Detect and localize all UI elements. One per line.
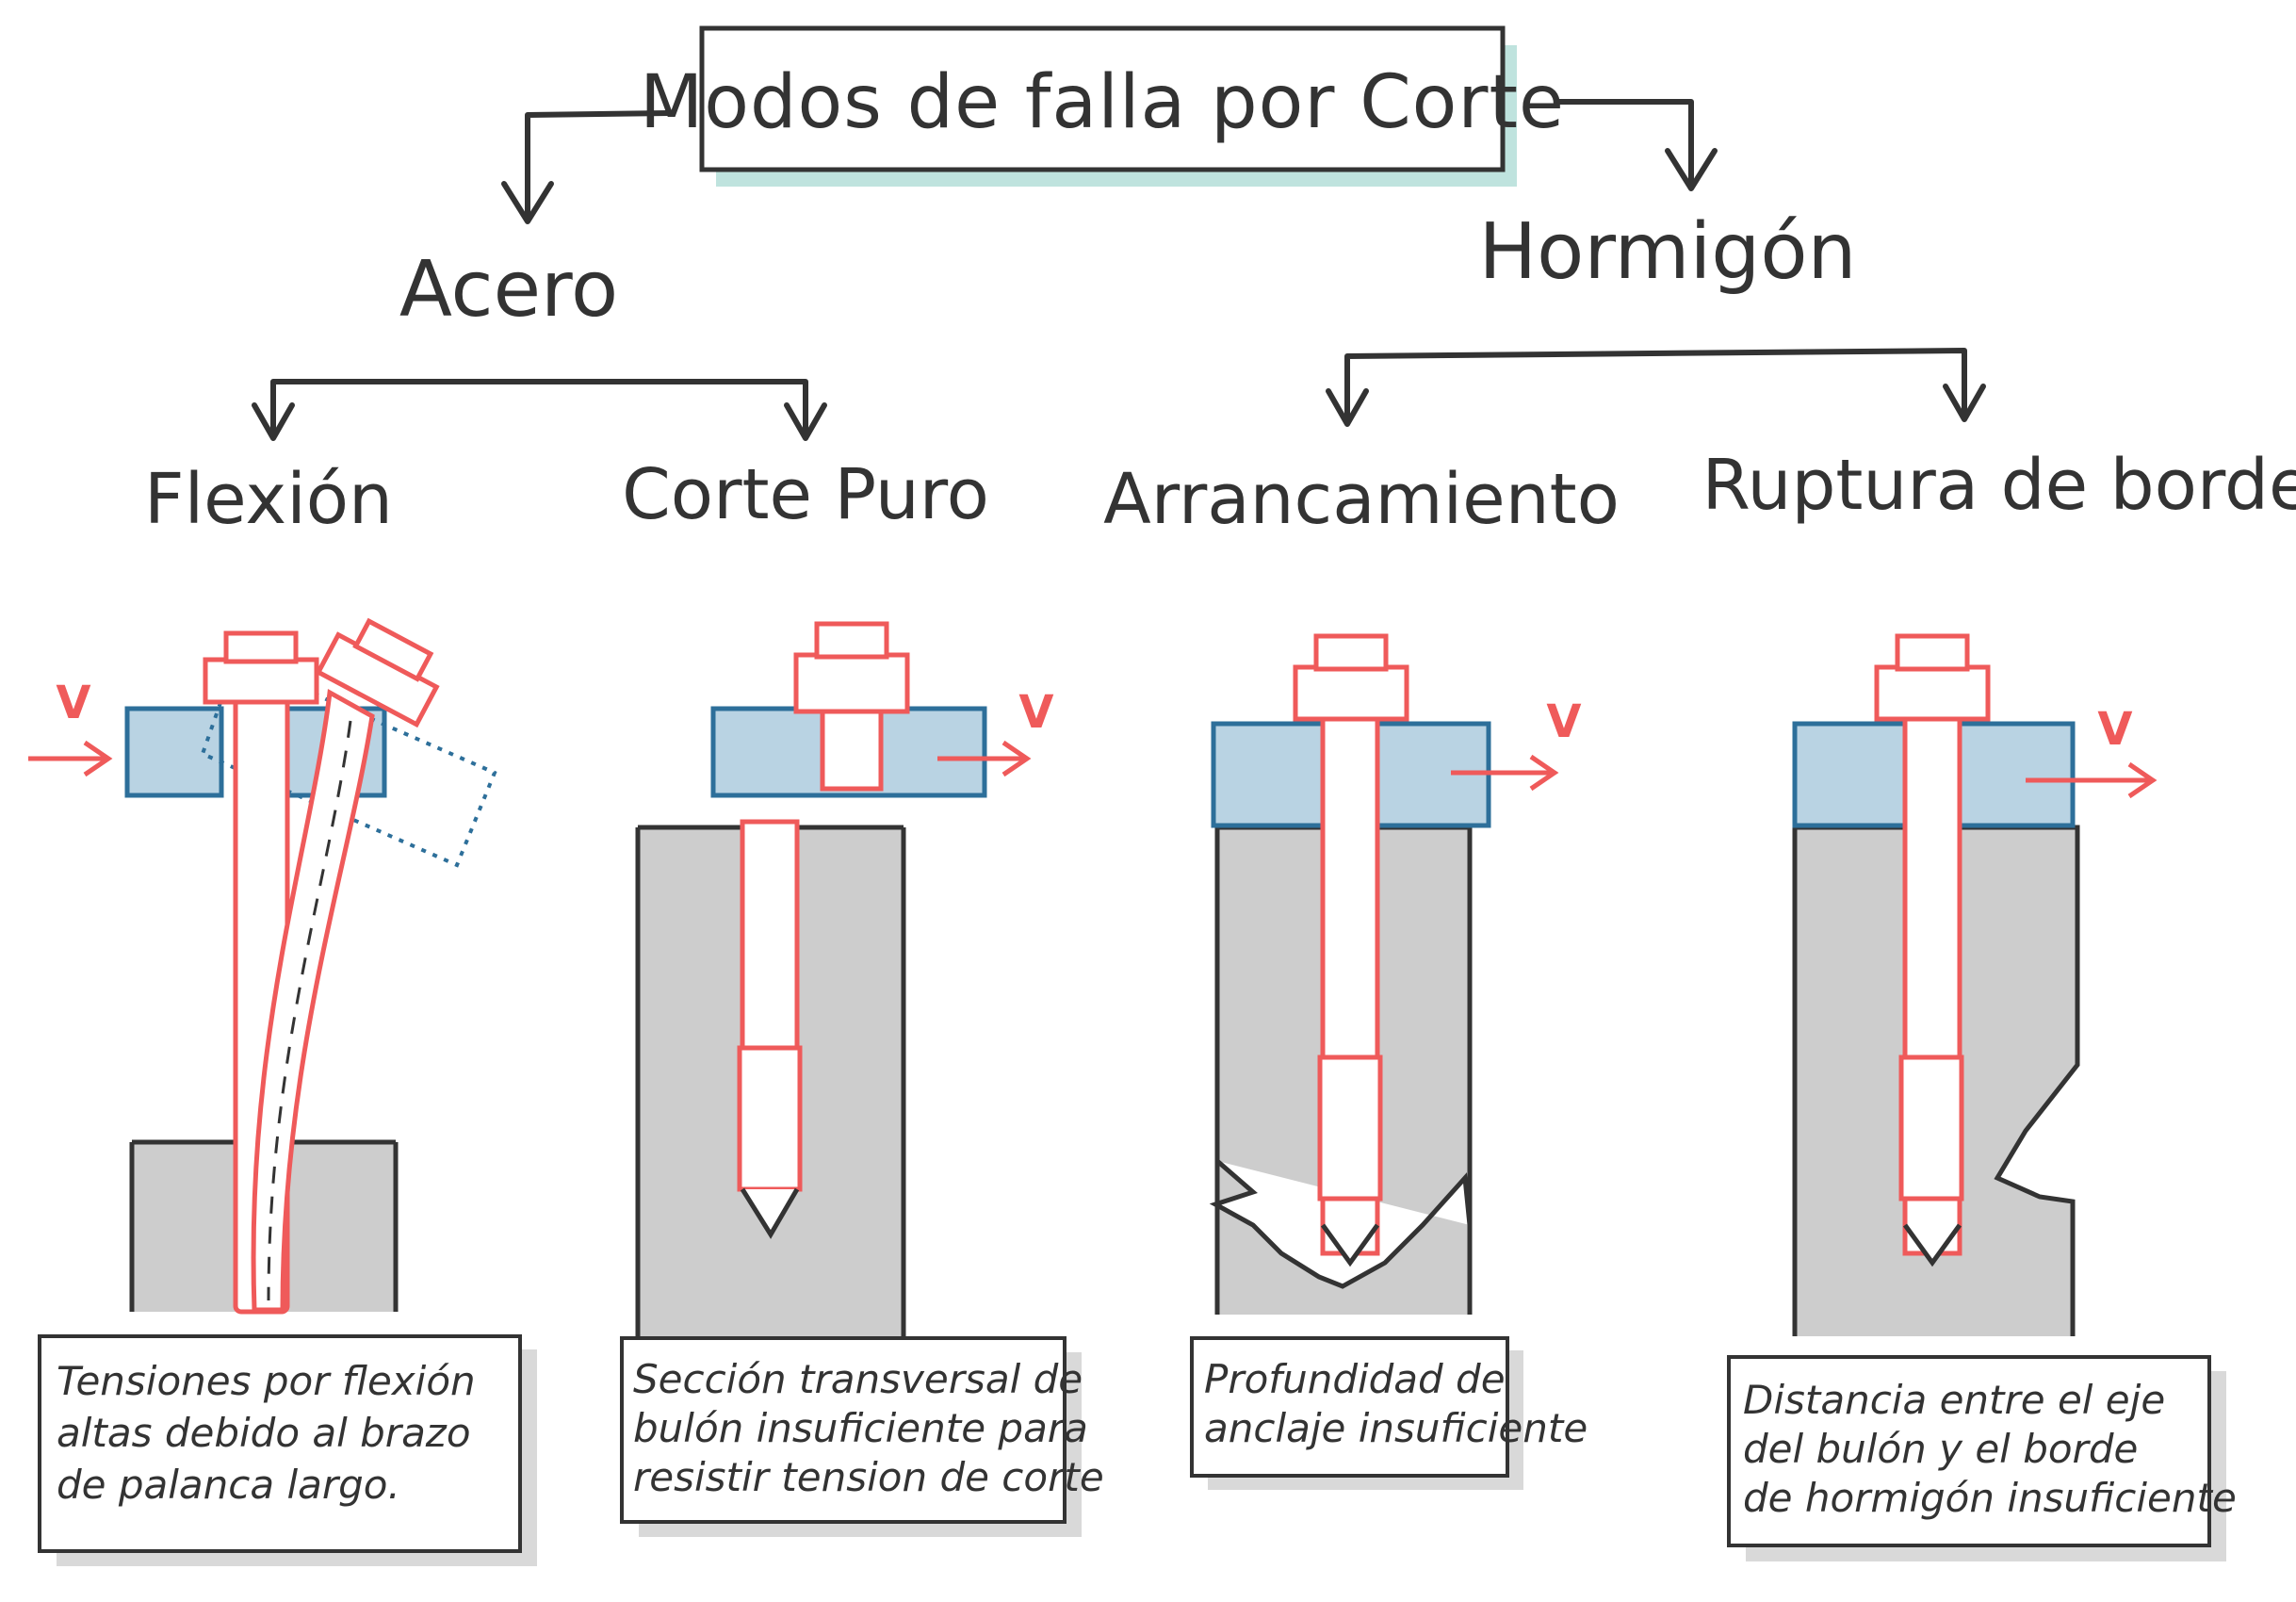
note-corte-line-2: bulón insuficiente para: [633, 1405, 1088, 1451]
arrancamiento-force-label: V: [1546, 695, 1581, 748]
flexion-force-arrow: [83, 740, 113, 777]
category-steel: Acero: [399, 245, 618, 335]
mode-label-arrancamiento: Arrancamiento: [1103, 459, 1620, 540]
category-concrete: Hormigón: [1479, 207, 1857, 297]
arrowhead-arrancamiento: [1326, 388, 1369, 427]
note-ruptura-borde: Distancia entre el eje del bulón y el bo…: [1727, 1355, 2237, 1561]
note-arrancamiento: Profundidad de anclaje insuficiente: [1190, 1336, 1588, 1490]
arrow-to-steel: [525, 110, 672, 220]
arrowhead-ruptura: [1943, 384, 1986, 422]
panel-flexion: V: [28, 617, 497, 1315]
note-flexion-line-3: de palanca largo.: [57, 1462, 400, 1508]
note-corte-line-1: Sección transversal de: [633, 1356, 1083, 1402]
flexion-plate-left: [124, 706, 224, 798]
ruptura-force-label: V: [2097, 703, 2132, 756]
flexion-concrete: [132, 1142, 396, 1312]
panel-arrancamiento: V: [1209, 633, 1582, 1315]
mode-label-corte-puro: Corte Puro: [622, 454, 989, 535]
panel-corte-puro: V: [635, 621, 1054, 1343]
ruptura-force-arrow: [2127, 761, 2158, 799]
note-ruptura-line-2: del bulón y el borde: [1743, 1426, 2138, 1472]
arrowhead-concrete: [1665, 148, 1718, 191]
arrancamiento-force-arrow: [1529, 754, 1559, 792]
note-corte-line-3: resistir tension de corte: [633, 1454, 1104, 1500]
corte-force-arrow: [1001, 740, 1032, 777]
mode-label-ruptura-borde: Ruptura de borde: [1702, 445, 2296, 526]
arrowhead-corte: [784, 402, 827, 441]
page-title: Modos de falla por Corte: [640, 60, 1565, 145]
note-flexion-line-2: altas debido al brazo: [57, 1410, 471, 1456]
title-box: Modos de falla por Corte: [640, 25, 1565, 187]
note-ruptura-line-3: de hormigón insuficiente: [1743, 1475, 2237, 1521]
flexion-displaced-plate: [200, 657, 497, 868]
branch-steel: [270, 379, 808, 436]
note-arrancamiento-line-2: anclaje insuficiente: [1204, 1405, 1588, 1451]
note-ruptura-line-1: Distancia entre el eje: [1743, 1377, 2165, 1423]
note-arrancamiento-line-1: Profundidad de: [1204, 1356, 1506, 1402]
flexion-bolt-bent: [251, 689, 375, 1313]
corte-force-label: V: [1018, 686, 1053, 739]
title-frame: [699, 25, 1506, 172]
arrowhead-flexion: [252, 402, 295, 441]
arrowhead-steel: [501, 181, 554, 224]
mode-label-flexion: Flexión: [144, 459, 393, 540]
note-flexion-line-1: Tensiones por flexión: [57, 1358, 476, 1404]
branch-concrete: [1344, 348, 1967, 422]
panel-ruptura-borde: V: [1792, 633, 2158, 1336]
arrow-to-concrete: [1556, 99, 1694, 187]
flexion-force-label: V: [56, 677, 90, 729]
note-corte-puro: Sección transversal de bulón insuficient…: [620, 1336, 1104, 1537]
note-flexion: Tensiones por flexión altas debido al br…: [38, 1334, 537, 1566]
